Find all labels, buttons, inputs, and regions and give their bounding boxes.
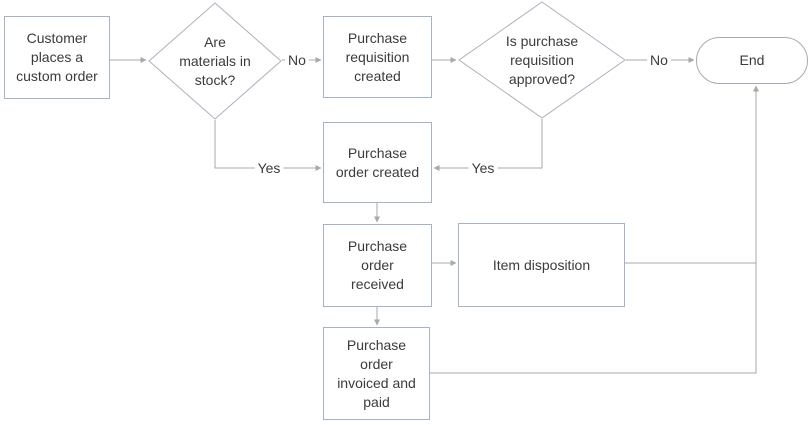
diamond-shape [458, 1, 626, 119]
decision-materials-in-stock-label: Are materials in stock? [179, 33, 251, 88]
edge-label-no-approved: No [647, 52, 671, 68]
process-purchase-order-created: Purchase order created [323, 122, 432, 203]
process-purchase-order-invoiced-paid: Purchase order invoiced and paid [323, 327, 430, 420]
edge-label-no-materials: No [285, 52, 309, 68]
edge-order-invoiced-to-end [430, 85, 759, 374]
decision-requisition-approved: Is purchase requisition approved? [458, 1, 626, 119]
edge-label-yes-materials: Yes [254, 160, 284, 176]
decision-materials-in-stock: Are materials in stock? [148, 2, 282, 120]
process-purchase-order-received: Purchase order received [323, 224, 432, 307]
process-purchase-requisition-created: Purchase requisition created [323, 16, 432, 98]
edge-stock-yes-to-order-created [214, 120, 322, 171]
process-item-disposition: Item disposition [458, 223, 625, 307]
terminator-end: End [696, 37, 808, 84]
edge-label-yes-approved: Yes [468, 160, 498, 176]
diamond-shape [148, 2, 282, 120]
process-customer-order: Customer places a custom order [4, 16, 110, 99]
decision-requisition-approved-label: Is purchase requisition approved? [505, 32, 579, 87]
